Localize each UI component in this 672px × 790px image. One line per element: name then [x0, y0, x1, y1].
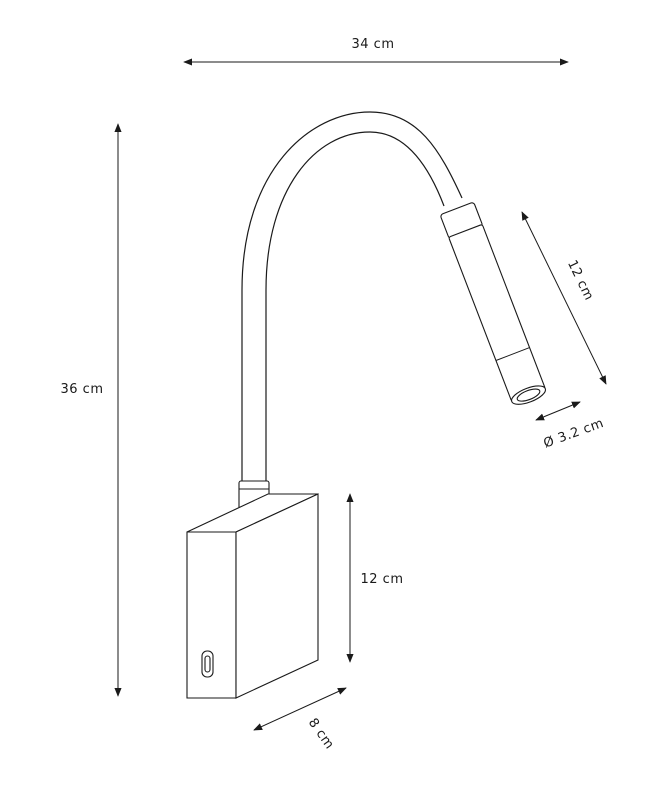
wall-base-side: [235, 493, 319, 699]
gooseneck-arm-outer: [241, 111, 463, 483]
lamp-head-body: [448, 224, 546, 402]
head-diameter-label: Ø 3.2 cm: [542, 416, 606, 452]
height-dimension-label: 36 cm: [61, 382, 104, 397]
usb-port-inner-icon: [204, 655, 211, 673]
gooseneck-arm-inner: [265, 131, 445, 483]
head-length-dimension-line: [521, 211, 607, 385]
base-depth-dimension-line: [253, 687, 347, 731]
lamp-head-lens-inner: [516, 388, 541, 402]
base-depth-label: 8 cm: [305, 716, 337, 753]
width-dimension-label: 34 cm: [352, 37, 395, 52]
base-height-label: 12 cm: [361, 572, 404, 587]
lamp-head: [440, 202, 547, 405]
head-diameter-dimension-line: [535, 401, 581, 421]
head-length-label: 12 cm: [564, 258, 596, 303]
